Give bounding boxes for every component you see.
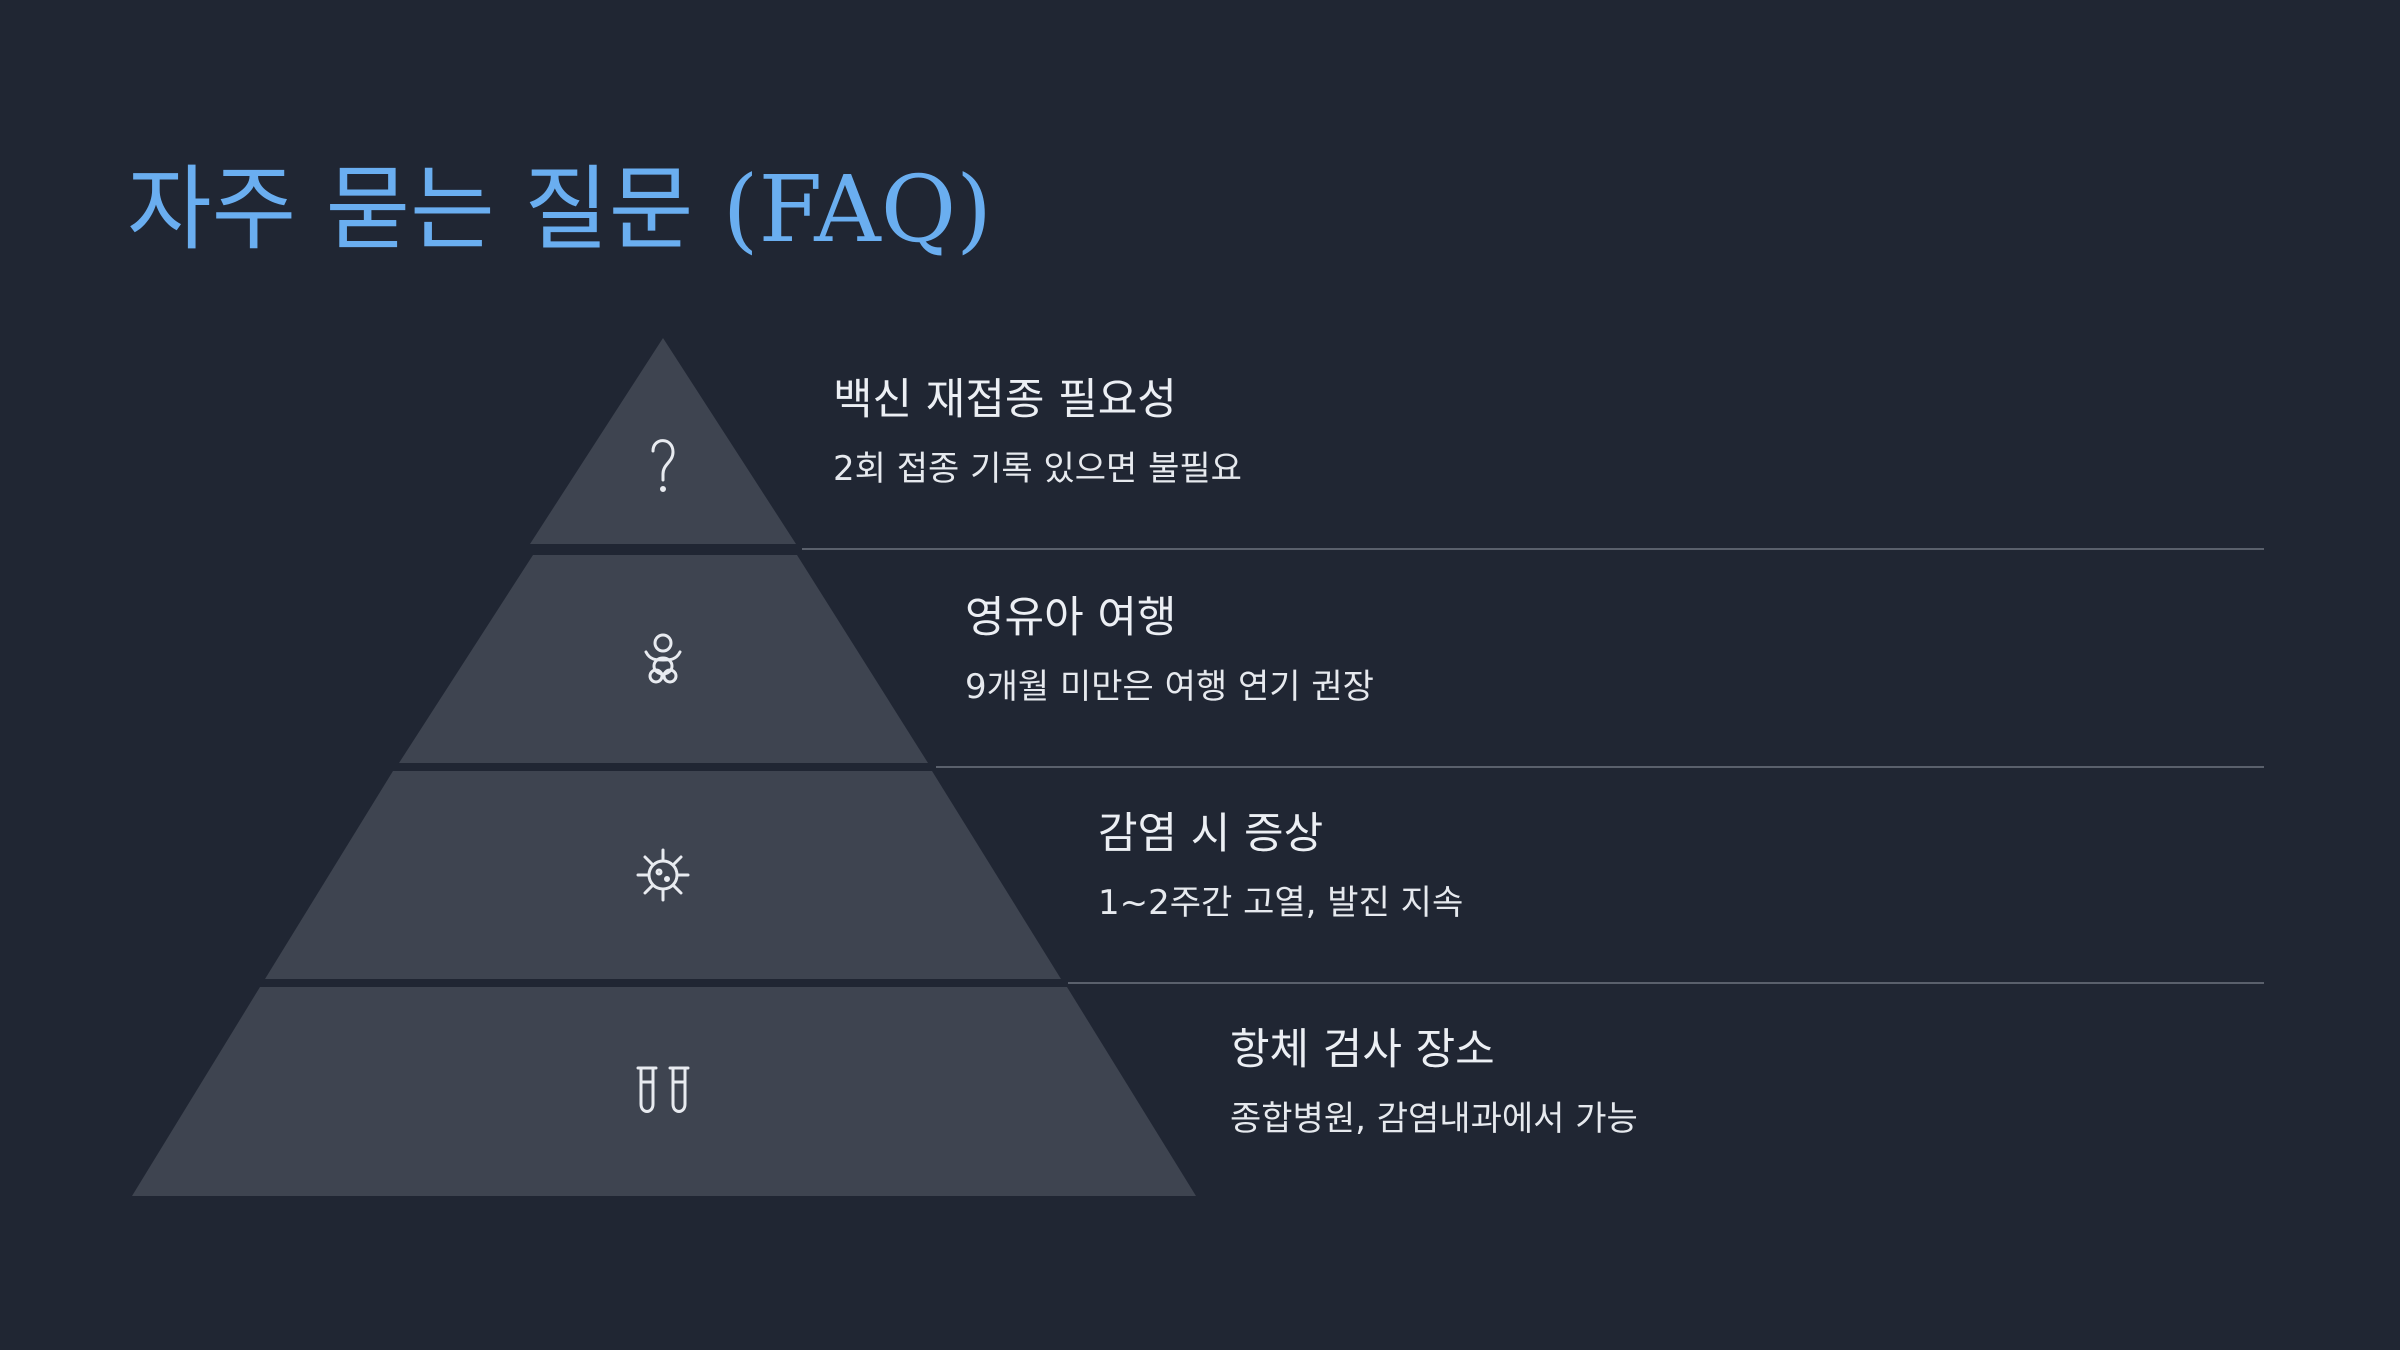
faq-item-2: 영유아 여행 9개월 미만은 여행 연기 권장 (965, 590, 1374, 709)
pyramid-tier-3 (265, 771, 1061, 979)
test-tubes-icon (636, 1066, 690, 1113)
faq-question: 백신 재접종 필요성 (833, 375, 1177, 425)
faq-item-3: 감염 시 증상 1~2주간 고열, 발진 지속 (1098, 806, 1463, 925)
faq-answer: 9개월 미만은 여행 연기 권장 (965, 667, 1374, 707)
virus-icon (636, 848, 690, 902)
faq-question: 감염 시 증상 (1098, 809, 1324, 859)
slide-title: 자주 묻는 질문 (FAQ) (127, 156, 993, 263)
faq-question: 영유아 여행 (965, 593, 1177, 643)
faq-answer: 종합병원, 감염내과에서 가능 (1230, 1099, 1638, 1139)
faq-answer: 2회 접종 기록 있으면 불필요 (833, 449, 1242, 489)
faq-item-4: 항체 검사 장소 종합병원, 감염내과에서 가능 (1230, 1022, 1638, 1141)
question-mark-icon (651, 439, 675, 492)
faq-answer: 1~2주간 고열, 발진 지속 (1098, 883, 1464, 923)
pyramid-tier-4 (132, 987, 1196, 1196)
faq-question: 항체 검사 장소 (1230, 1025, 1495, 1075)
baby-icon (644, 633, 682, 684)
faq-item-1: 백신 재접종 필요성 2회 접종 기록 있으면 불필요 (833, 372, 1242, 491)
